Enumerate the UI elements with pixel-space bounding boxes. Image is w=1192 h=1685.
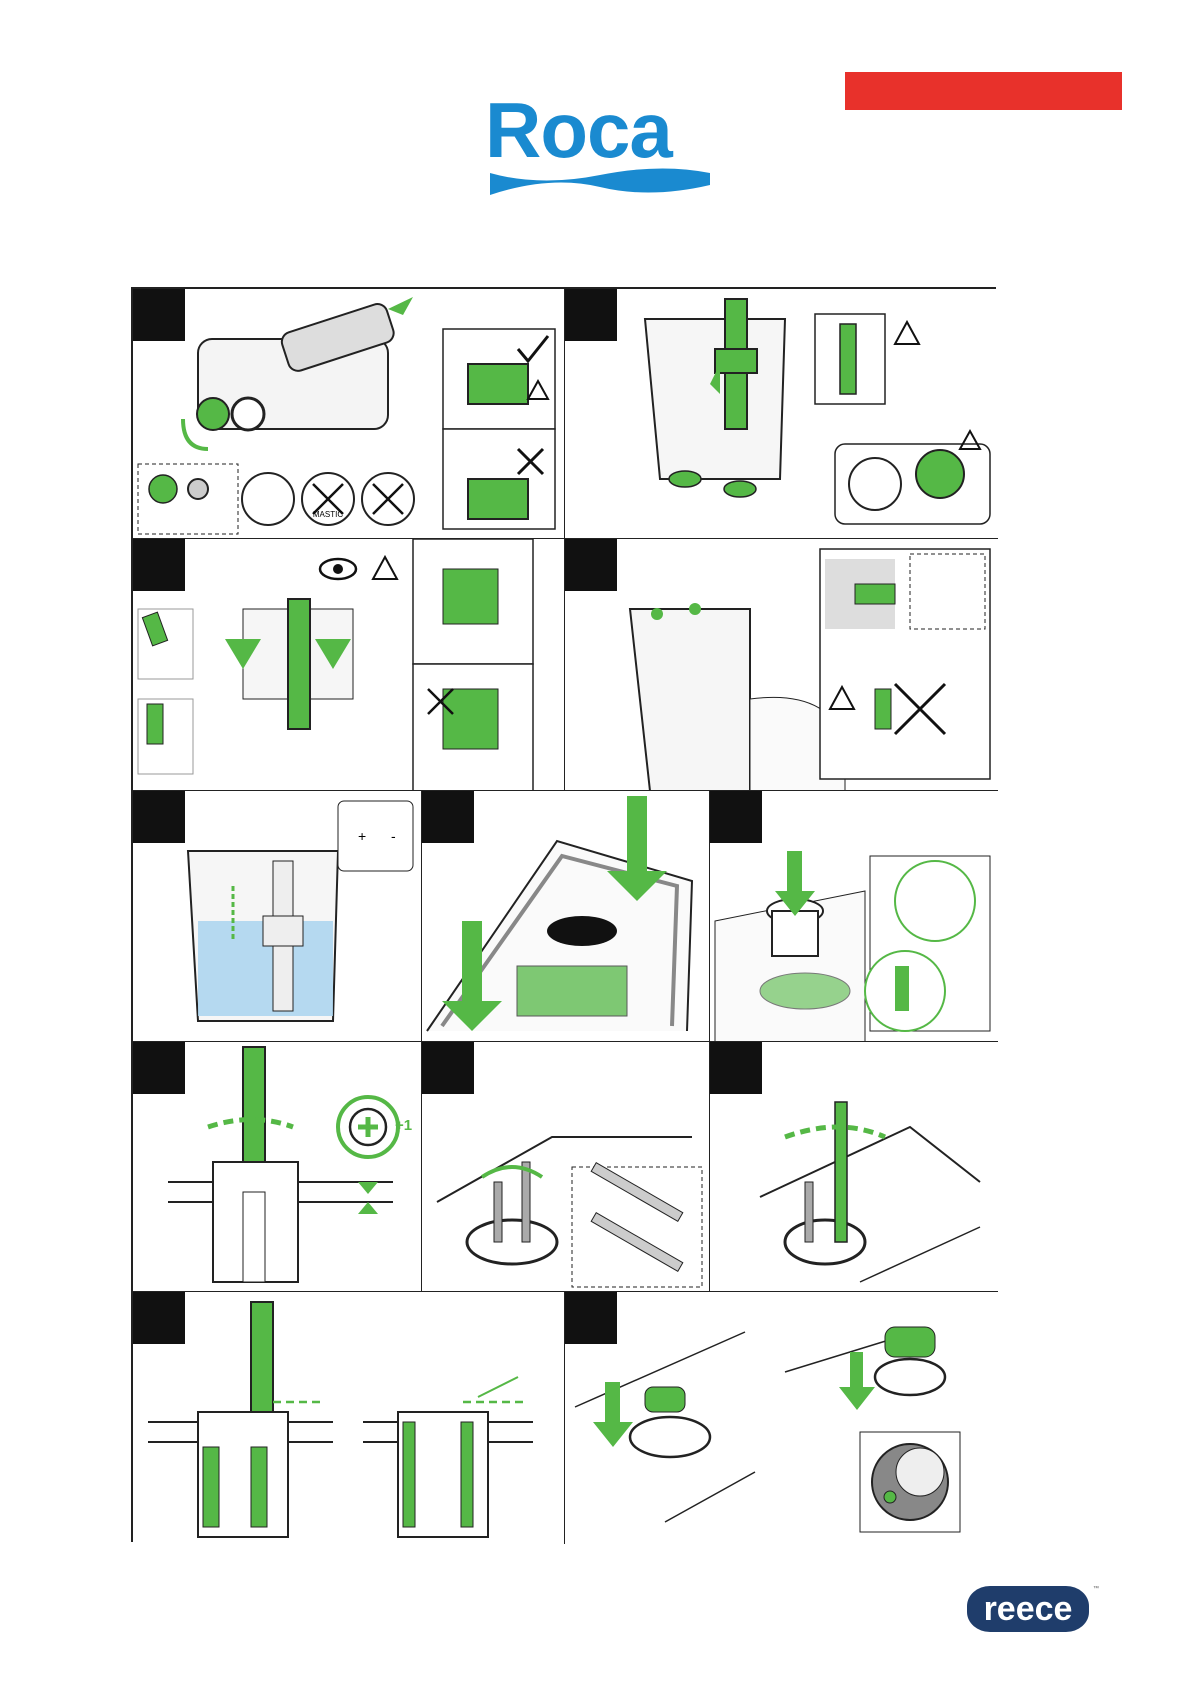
step-9-panel <box>422 1042 710 1292</box>
minus-label: - <box>391 828 396 844</box>
step-4-panel <box>565 539 998 791</box>
trademark-symbol: ™ <box>1093 1586 1099 1592</box>
step-4-illustration <box>565 539 998 791</box>
step-5-panel: + - <box>133 791 422 1042</box>
step-6-illustration <box>422 791 710 1042</box>
step-8-panel: +1 <box>133 1042 422 1292</box>
step-11-panel <box>133 1292 565 1544</box>
plus-label: + <box>358 828 366 844</box>
step-1-panel: MASTIC <box>133 289 565 539</box>
step-10-panel <box>710 1042 998 1292</box>
step-11-illustration <box>133 1292 565 1544</box>
reece-logo-text: reece <box>967 1590 1089 1628</box>
step-1-illustration: MASTIC <box>133 289 565 539</box>
accent-bar <box>845 72 1122 110</box>
step-8-illustration: +1 <box>133 1042 422 1292</box>
step-12-panel <box>565 1292 998 1544</box>
step-7-illustration <box>710 791 998 1042</box>
step-2-illustration <box>565 289 998 539</box>
step-10-illustration <box>710 1042 998 1292</box>
step-5-illustration: + - <box>133 791 422 1042</box>
mastic-label: MASTIC <box>313 510 343 519</box>
reece-logo: reece ™ <box>967 1586 1093 1636</box>
step-12-illustration <box>565 1292 998 1544</box>
roca-logo: Roca <box>480 95 720 205</box>
step-3-panel <box>133 539 565 791</box>
instruction-grid: MASTIC <box>131 287 996 1542</box>
plus-one-label: +1 <box>395 1117 412 1134</box>
wave-icon <box>480 165 720 205</box>
step-2-panel <box>565 289 998 539</box>
step-3-illustration <box>133 539 565 791</box>
step-7-panel <box>710 791 998 1042</box>
step-9-illustration <box>422 1042 710 1292</box>
roca-logo-text: Roca <box>485 91 672 169</box>
step-6-panel <box>422 791 710 1042</box>
